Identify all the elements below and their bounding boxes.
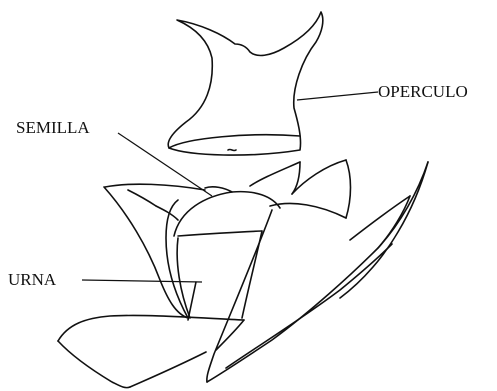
operculum-shape bbox=[168, 12, 323, 155]
large-leaves bbox=[207, 162, 428, 382]
semilla-label: SEMILLA bbox=[16, 118, 90, 137]
urn-shape bbox=[177, 231, 262, 318]
urna-leader-line bbox=[82, 280, 202, 282]
left-leaves bbox=[104, 184, 205, 320]
operculo-leader-line bbox=[297, 92, 378, 100]
operculo-label: OPERCULO bbox=[378, 82, 468, 101]
right-lobes bbox=[250, 160, 351, 218]
urna-label: URNA bbox=[8, 270, 57, 289]
semilla-leader-line bbox=[118, 133, 212, 196]
